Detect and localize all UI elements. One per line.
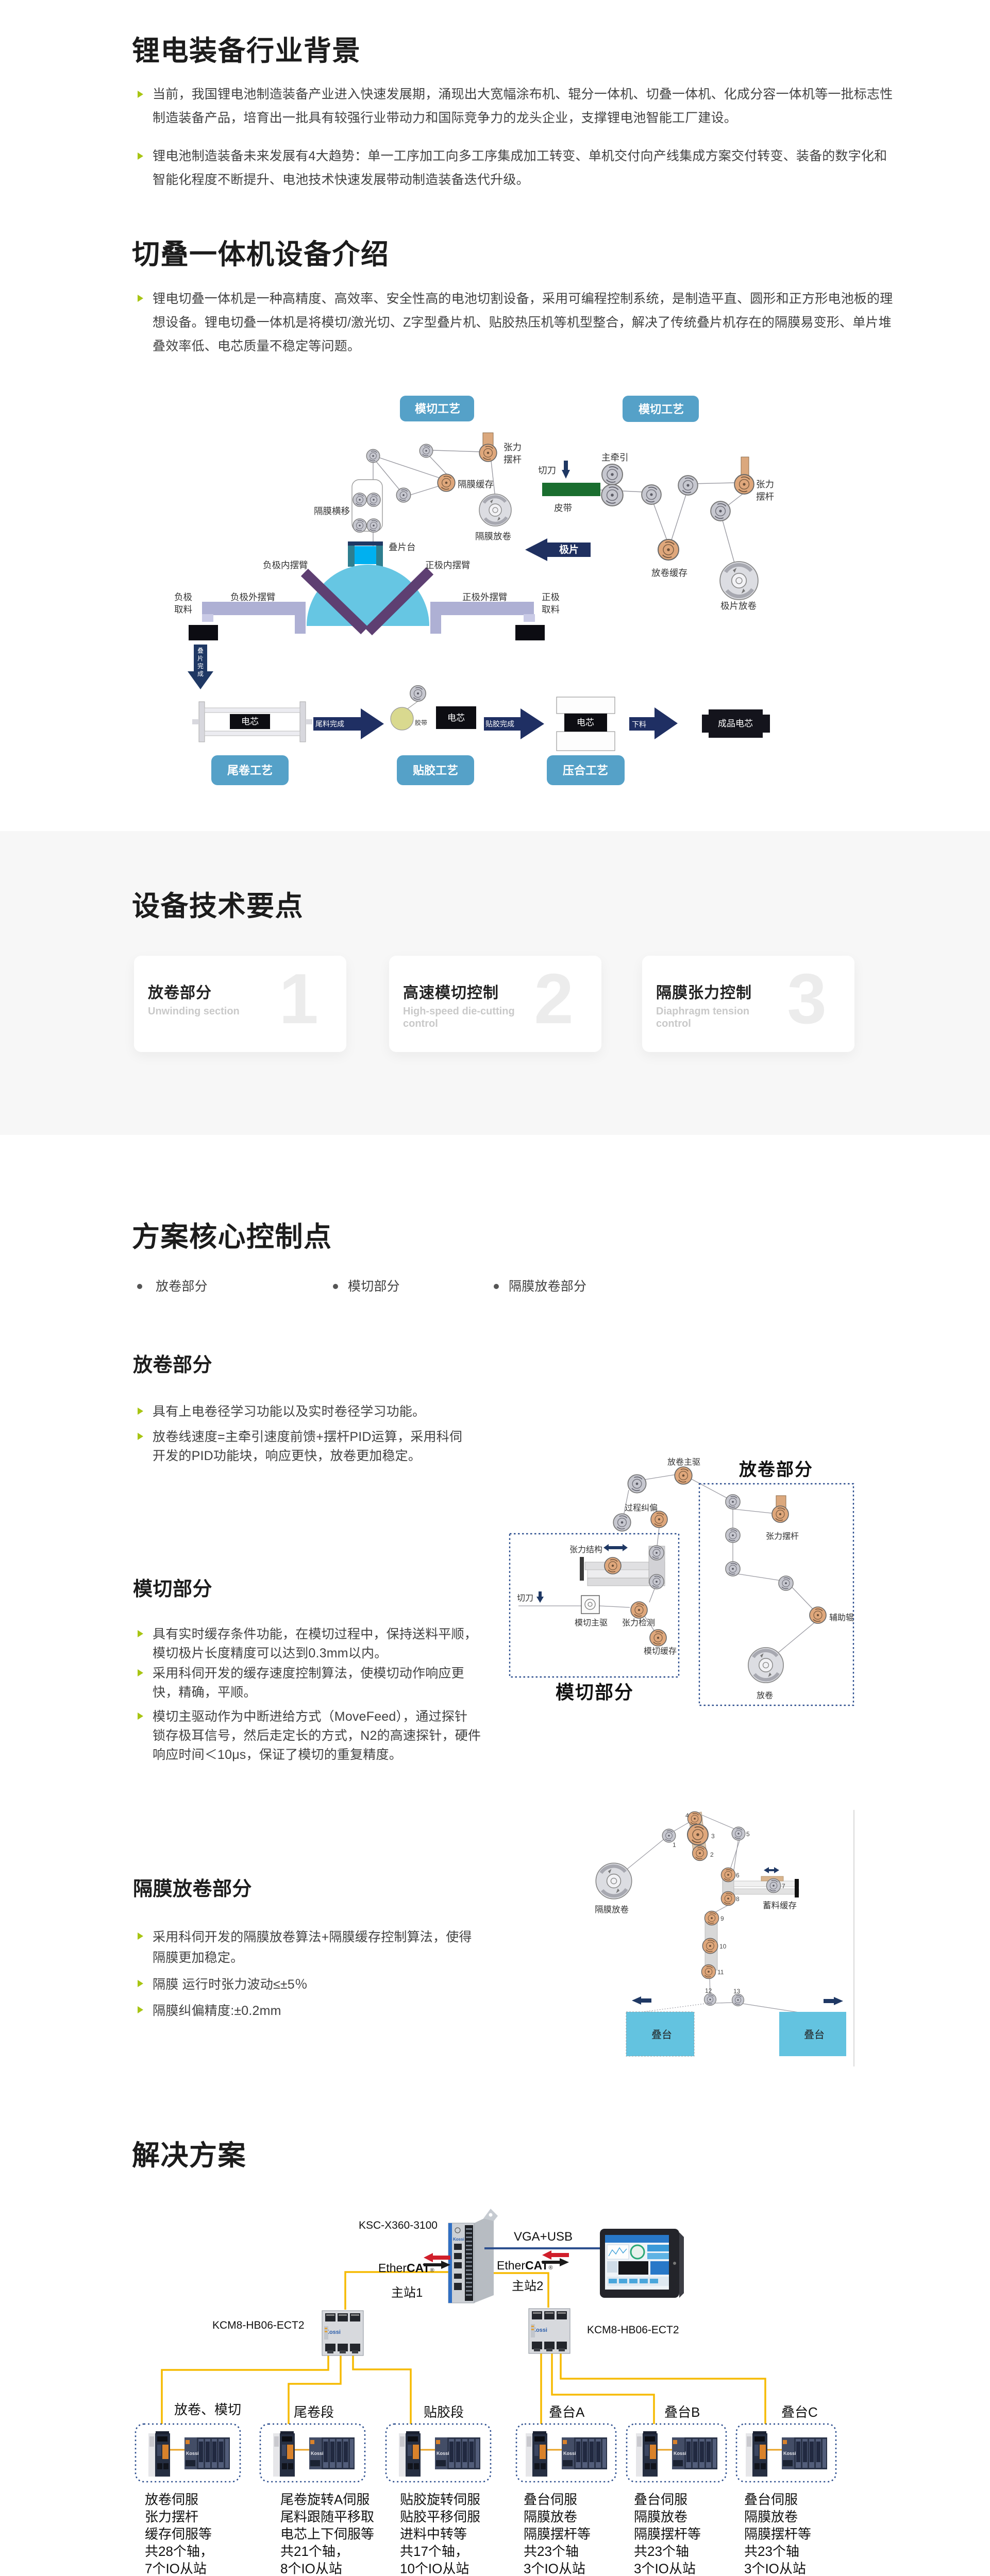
svg-text:尾卷旋转A伺服尾料跟随平移取电芯上下伺服等共21个轴，8个I: 尾卷旋转A伺服尾料跟随平移取电芯上下伺服等共21个轴，8个IO从站	[280, 2492, 374, 2576]
svg-text:1: 1	[673, 1841, 676, 1849]
svg-text:切刀: 切刀	[517, 1594, 533, 1603]
svg-text:Kossi: Kossi	[453, 2237, 464, 2242]
svg-text:放卷主驱: 放卷主驱	[667, 1458, 700, 1467]
svg-text:模切工艺: 模切工艺	[639, 403, 684, 416]
svg-text:极片: 极片	[559, 544, 579, 555]
svg-text:张力摆杆: 张力摆杆	[766, 1532, 799, 1541]
svg-text:张力: 张力	[756, 479, 774, 489]
svg-text:负极外摆臂: 负极外摆臂	[230, 592, 276, 602]
svg-text:电芯: 电芯	[577, 718, 594, 727]
svg-text:放卷: 放卷	[757, 1691, 773, 1700]
svg-text:负极: 负极	[174, 592, 192, 602]
svg-text:主站2: 主站2	[512, 2279, 543, 2293]
svg-text:放卷、模切: 放卷、模切	[174, 2402, 241, 2417]
svg-text:张力结构: 张力结构	[569, 1545, 602, 1554]
svg-text:7: 7	[782, 1883, 785, 1890]
svg-text:过程纠偏: 过程纠偏	[625, 1503, 658, 1513]
svg-text:隔膜放卷: 隔膜放卷	[475, 531, 511, 541]
svg-text:隔膜横移: 隔膜横移	[314, 506, 350, 516]
svg-text:模切缓存: 模切缓存	[644, 1647, 677, 1656]
svg-text:切刀: 切刀	[538, 465, 556, 476]
svg-text:取料: 取料	[542, 604, 560, 615]
svg-text:13: 13	[733, 1988, 741, 1995]
svg-text:放卷伺服张力摆杆缓存伺服等共28个轴，7个IO从站: 放卷伺服张力摆杆缓存伺服等共28个轴，7个IO从站	[145, 2492, 213, 2576]
svg-text:模切工艺: 模切工艺	[415, 402, 460, 415]
svg-text:放卷缓存: 放卷缓存	[651, 568, 687, 578]
svg-text:下料: 下料	[632, 720, 646, 728]
svg-text:3: 3	[711, 1833, 715, 1840]
svg-text:叠台A: 叠台A	[549, 2404, 585, 2420]
svg-text:模切部分: 模切部分	[556, 1682, 634, 1703]
svg-text:张力: 张力	[504, 442, 522, 452]
svg-text:蓄料缓存: 蓄料缓存	[763, 1901, 797, 1910]
svg-text:辅助辊: 辅助辊	[829, 1613, 854, 1622]
svg-text:正极内摆臂: 正极内摆臂	[425, 560, 471, 570]
svg-text:9: 9	[720, 1915, 724, 1922]
svg-text:尾卷工艺: 尾卷工艺	[227, 764, 273, 777]
svg-text:片: 片	[197, 655, 204, 662]
svg-text:模切主驱: 模切主驱	[575, 1618, 608, 1628]
svg-text:叠台B: 叠台B	[664, 2404, 700, 2420]
svg-text:叠台: 叠台	[651, 2029, 672, 2041]
svg-text:成: 成	[197, 670, 204, 677]
svg-text:电芯: 电芯	[241, 717, 259, 726]
svg-text:摆杆: 摆杆	[504, 454, 522, 465]
svg-text:隔膜放卷: 隔膜放卷	[595, 1905, 629, 1914]
svg-text:KCM8-HB06-ECT2: KCM8-HB06-ECT2	[587, 2324, 679, 2336]
svg-text:贴胶完成: 贴胶完成	[485, 720, 514, 728]
svg-text:正极外摆臂: 正极外摆臂	[462, 592, 508, 602]
svg-text:叠台C: 叠台C	[781, 2404, 818, 2420]
svg-text:12: 12	[705, 1987, 712, 1994]
svg-text:贴胶旋转伺服贴胶平移伺服进料中转等共17个轴，10个IO从站: 贴胶旋转伺服贴胶平移伺服进料中转等共17个轴，10个IO从站	[400, 2492, 480, 2576]
svg-text:压合工艺: 压合工艺	[563, 764, 608, 777]
svg-text:11: 11	[717, 1969, 724, 1976]
svg-text:摆杆: 摆杆	[756, 492, 774, 502]
svg-text:主站1: 主站1	[391, 2286, 423, 2300]
svg-text:主牵引: 主牵引	[601, 452, 629, 463]
svg-text:5: 5	[746, 1831, 750, 1838]
svg-text:放卷部分: 放卷部分	[739, 1460, 813, 1480]
svg-text:2: 2	[710, 1851, 714, 1858]
svg-text:4: 4	[685, 1812, 689, 1819]
svg-text:极片放卷: 极片放卷	[720, 601, 757, 611]
svg-text:6: 6	[736, 1872, 740, 1879]
svg-text:KCM8-HB06-ECT2: KCM8-HB06-ECT2	[212, 2319, 305, 2331]
svg-text:皮带: 皮带	[554, 503, 572, 513]
svg-text:VGA+USB: VGA+USB	[514, 2230, 573, 2244]
svg-text:10: 10	[719, 1943, 727, 1950]
svg-text:KSC-X360-3100: KSC-X360-3100	[359, 2219, 438, 2231]
svg-text:隔膜缓存: 隔膜缓存	[458, 479, 494, 489]
svg-text:叠台: 叠台	[804, 2029, 825, 2041]
svg-text:电芯: 电芯	[447, 713, 465, 723]
svg-text:负极内摆臂: 负极内摆臂	[263, 560, 308, 570]
svg-text:叠: 叠	[197, 647, 204, 654]
svg-text:尾卷段: 尾卷段	[294, 2404, 334, 2420]
svg-text:正极: 正极	[542, 592, 560, 602]
svg-text:取料: 取料	[174, 604, 192, 615]
svg-text:成品电芯: 成品电芯	[718, 719, 753, 728]
svg-text:尾料完成: 尾料完成	[315, 720, 344, 728]
svg-text:张力检测: 张力检测	[622, 1618, 655, 1628]
svg-text:贴胶工艺: 贴胶工艺	[413, 764, 458, 777]
svg-text:完: 完	[197, 662, 204, 670]
svg-text:叠片台: 叠片台	[389, 542, 416, 552]
svg-text:8: 8	[736, 1895, 740, 1903]
svg-text:贴胶段: 贴胶段	[424, 2404, 464, 2420]
svg-text:胶带: 胶带	[415, 719, 427, 726]
